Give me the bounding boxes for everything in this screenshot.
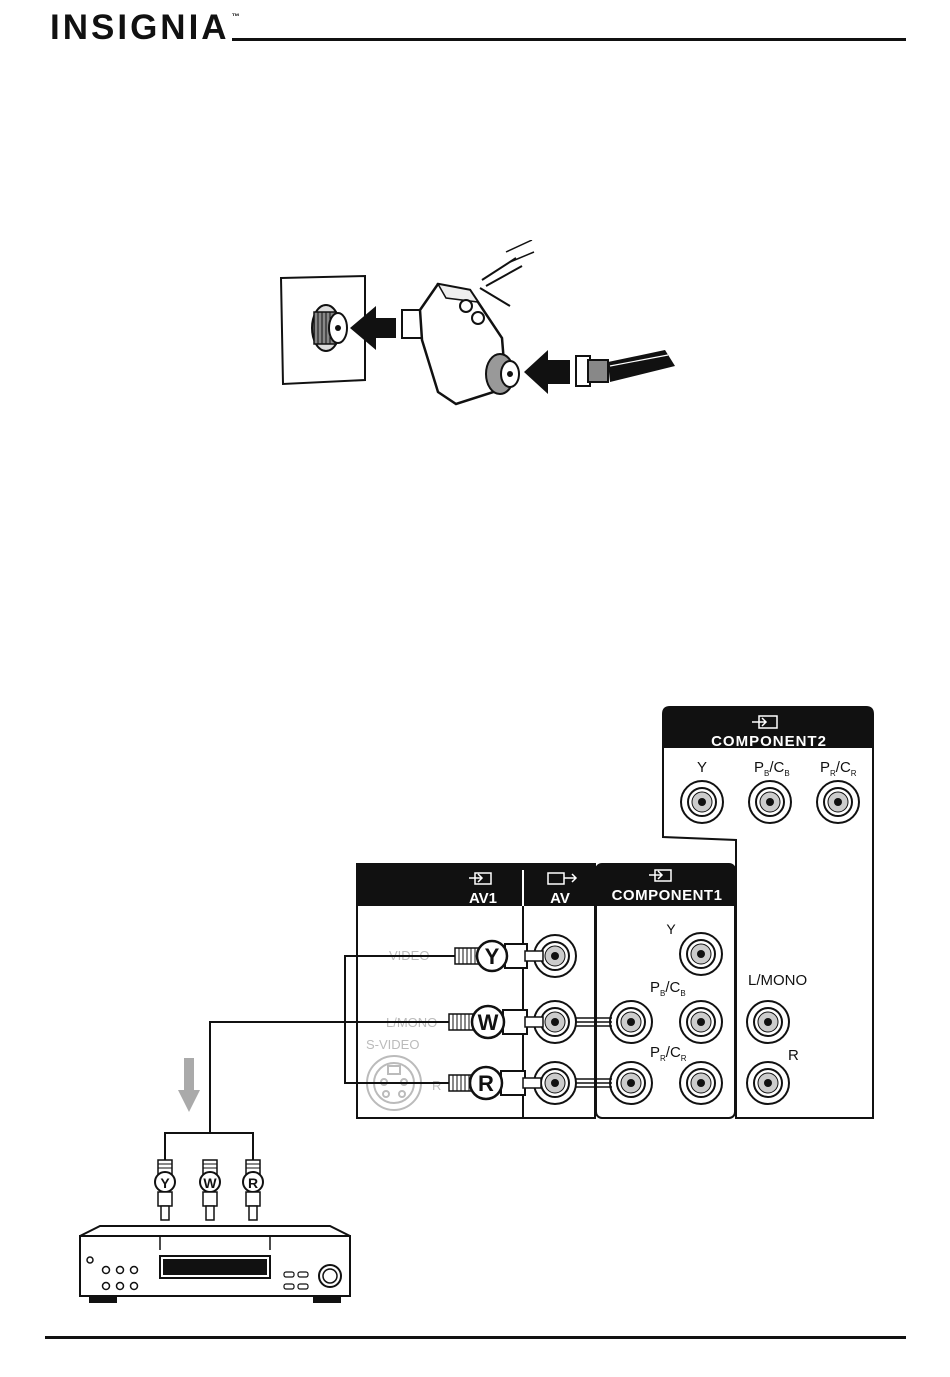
dangling-plug-r: R: [243, 1160, 263, 1220]
brand-text: INSIGNIA: [50, 8, 230, 47]
component2-y-label: Y: [697, 759, 707, 776]
component1-pr-audio-jack: [610, 1062, 652, 1104]
component2-y-jack: [681, 781, 723, 823]
av-device: [80, 1226, 350, 1302]
component2-r-jack: [747, 1062, 789, 1104]
av1-title: AV1: [469, 890, 497, 907]
plug-y-label: Y: [485, 944, 500, 969]
trademark: ™: [232, 12, 240, 21]
dangling-plug-y: Y: [155, 1160, 175, 1220]
av-connection-diagram: COMPONENT2 Y PB/CB PR/CR AV1 AV VIDEO L/…: [0, 700, 950, 1310]
component1-pb-label: PB/CB: [650, 979, 686, 998]
antenna-connection-figure: [270, 240, 690, 420]
component2-pb-label: PB/CB: [754, 759, 790, 778]
r-label: R: [788, 1047, 799, 1064]
component1-pb-jack: [680, 1001, 722, 1043]
dangling-y-label: Y: [160, 1175, 170, 1191]
component2-title: COMPONENT2: [711, 733, 827, 750]
dangling-w-label: W: [203, 1175, 217, 1191]
component1-pr-jack: [680, 1062, 722, 1104]
footer-rule: [45, 1336, 906, 1339]
component2-pr-jack: [817, 781, 859, 823]
down-arrow: [178, 1058, 200, 1112]
plug-w-label: W: [478, 1010, 499, 1035]
plug-r-label: R: [478, 1071, 494, 1096]
component2-lmono-jack: [747, 1001, 789, 1043]
av-title: AV: [550, 890, 570, 907]
dangling-plug-w: W: [200, 1160, 220, 1220]
component1-y-jack: [680, 933, 722, 975]
faded-svideo-label: S-VIDEO: [366, 1037, 419, 1052]
component1-y-label: Y: [666, 921, 676, 937]
arrow-to-adapter: [524, 350, 570, 394]
component2-pb-jack: [749, 781, 791, 823]
dangling-r-label: R: [248, 1175, 258, 1191]
component1-title: COMPONENT1: [612, 887, 723, 904]
header-rule: [232, 38, 906, 41]
coax-cable: [576, 350, 675, 386]
component1-panel: COMPONENT1 Y PB/CB PR/CR: [576, 864, 735, 1118]
antenna-adapter: [402, 240, 534, 404]
lmono-label: L/MONO: [748, 972, 807, 989]
component1-pb-audio-jack: [610, 1001, 652, 1043]
faded-r-label: R: [432, 1078, 441, 1093]
